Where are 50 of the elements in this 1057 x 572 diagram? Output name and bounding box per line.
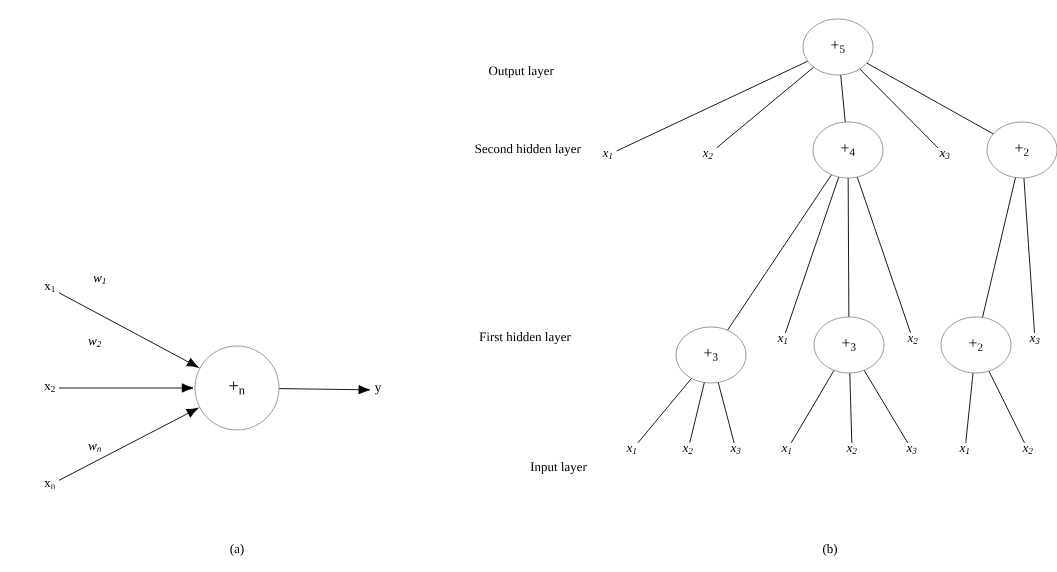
connector-line — [1023, 177, 1035, 334]
variable-label: x$_{1}$ — [959, 446, 969, 454]
panel-caption: (a) — [230, 544, 244, 556]
arrow — [278, 385, 371, 395]
connector-line — [840, 74, 846, 123]
connector-line — [847, 177, 850, 318]
layer-label: First hidden layer — [479, 332, 571, 344]
arrow — [58, 407, 199, 481]
variable-label: x$_{3}$ — [939, 151, 950, 159]
text-label: x$_{1}$ — [44, 284, 55, 292]
connector-line — [637, 378, 692, 444]
variable-label: x$_{2}$ — [846, 446, 857, 454]
weight-label: w$_{n}$ — [87, 443, 103, 453]
text-label: x$_{n}$ — [44, 481, 56, 489]
connector-line — [988, 370, 1025, 444]
text-label: x$_{2}$ — [44, 384, 55, 392]
arrow — [58, 383, 194, 393]
variable-label: x$_{2}$ — [1022, 446, 1033, 454]
weight-label: w$_{1}$ — [92, 275, 108, 285]
connector-line — [849, 372, 853, 444]
layer-label: Output layer — [489, 66, 554, 78]
connector-line — [716, 66, 815, 149]
connector-line — [866, 62, 994, 135]
connector-line — [859, 68, 939, 149]
connector-line — [616, 60, 809, 152]
variable-label: x$_{2}$ — [702, 151, 713, 159]
connector-line — [717, 382, 735, 444]
variable-label: x$_{1}$ — [602, 151, 612, 159]
panel-caption: (b) — [823, 544, 837, 556]
layer-label: Second hidden layer — [475, 144, 581, 156]
connector-line — [863, 369, 909, 444]
variable-label: x$_{3}$ — [730, 446, 741, 454]
connector-line — [790, 370, 835, 444]
variable-label: x$_{2}$ — [907, 336, 918, 344]
variable-label: x$_{1}$ — [626, 446, 636, 454]
connector-line — [689, 382, 705, 444]
layer-label: Input layer — [530, 462, 587, 474]
variable-label: x$_{2}$ — [682, 446, 693, 454]
weight-label: w$_{2}$ — [87, 338, 103, 348]
variable-label: x$_{1}$ — [781, 446, 791, 454]
connector-line — [784, 176, 840, 334]
variable-label: x$_{1}$ — [777, 336, 787, 344]
arrow — [58, 292, 199, 368]
connector-line — [727, 174, 832, 331]
text-label: y — [374, 385, 382, 395]
variable-label: x$_{3}$ — [1029, 336, 1040, 344]
connector-line — [982, 177, 1016, 318]
connector-line — [965, 372, 974, 444]
connector-line — [856, 176, 912, 334]
variable-label: x$_{3}$ — [906, 446, 917, 454]
